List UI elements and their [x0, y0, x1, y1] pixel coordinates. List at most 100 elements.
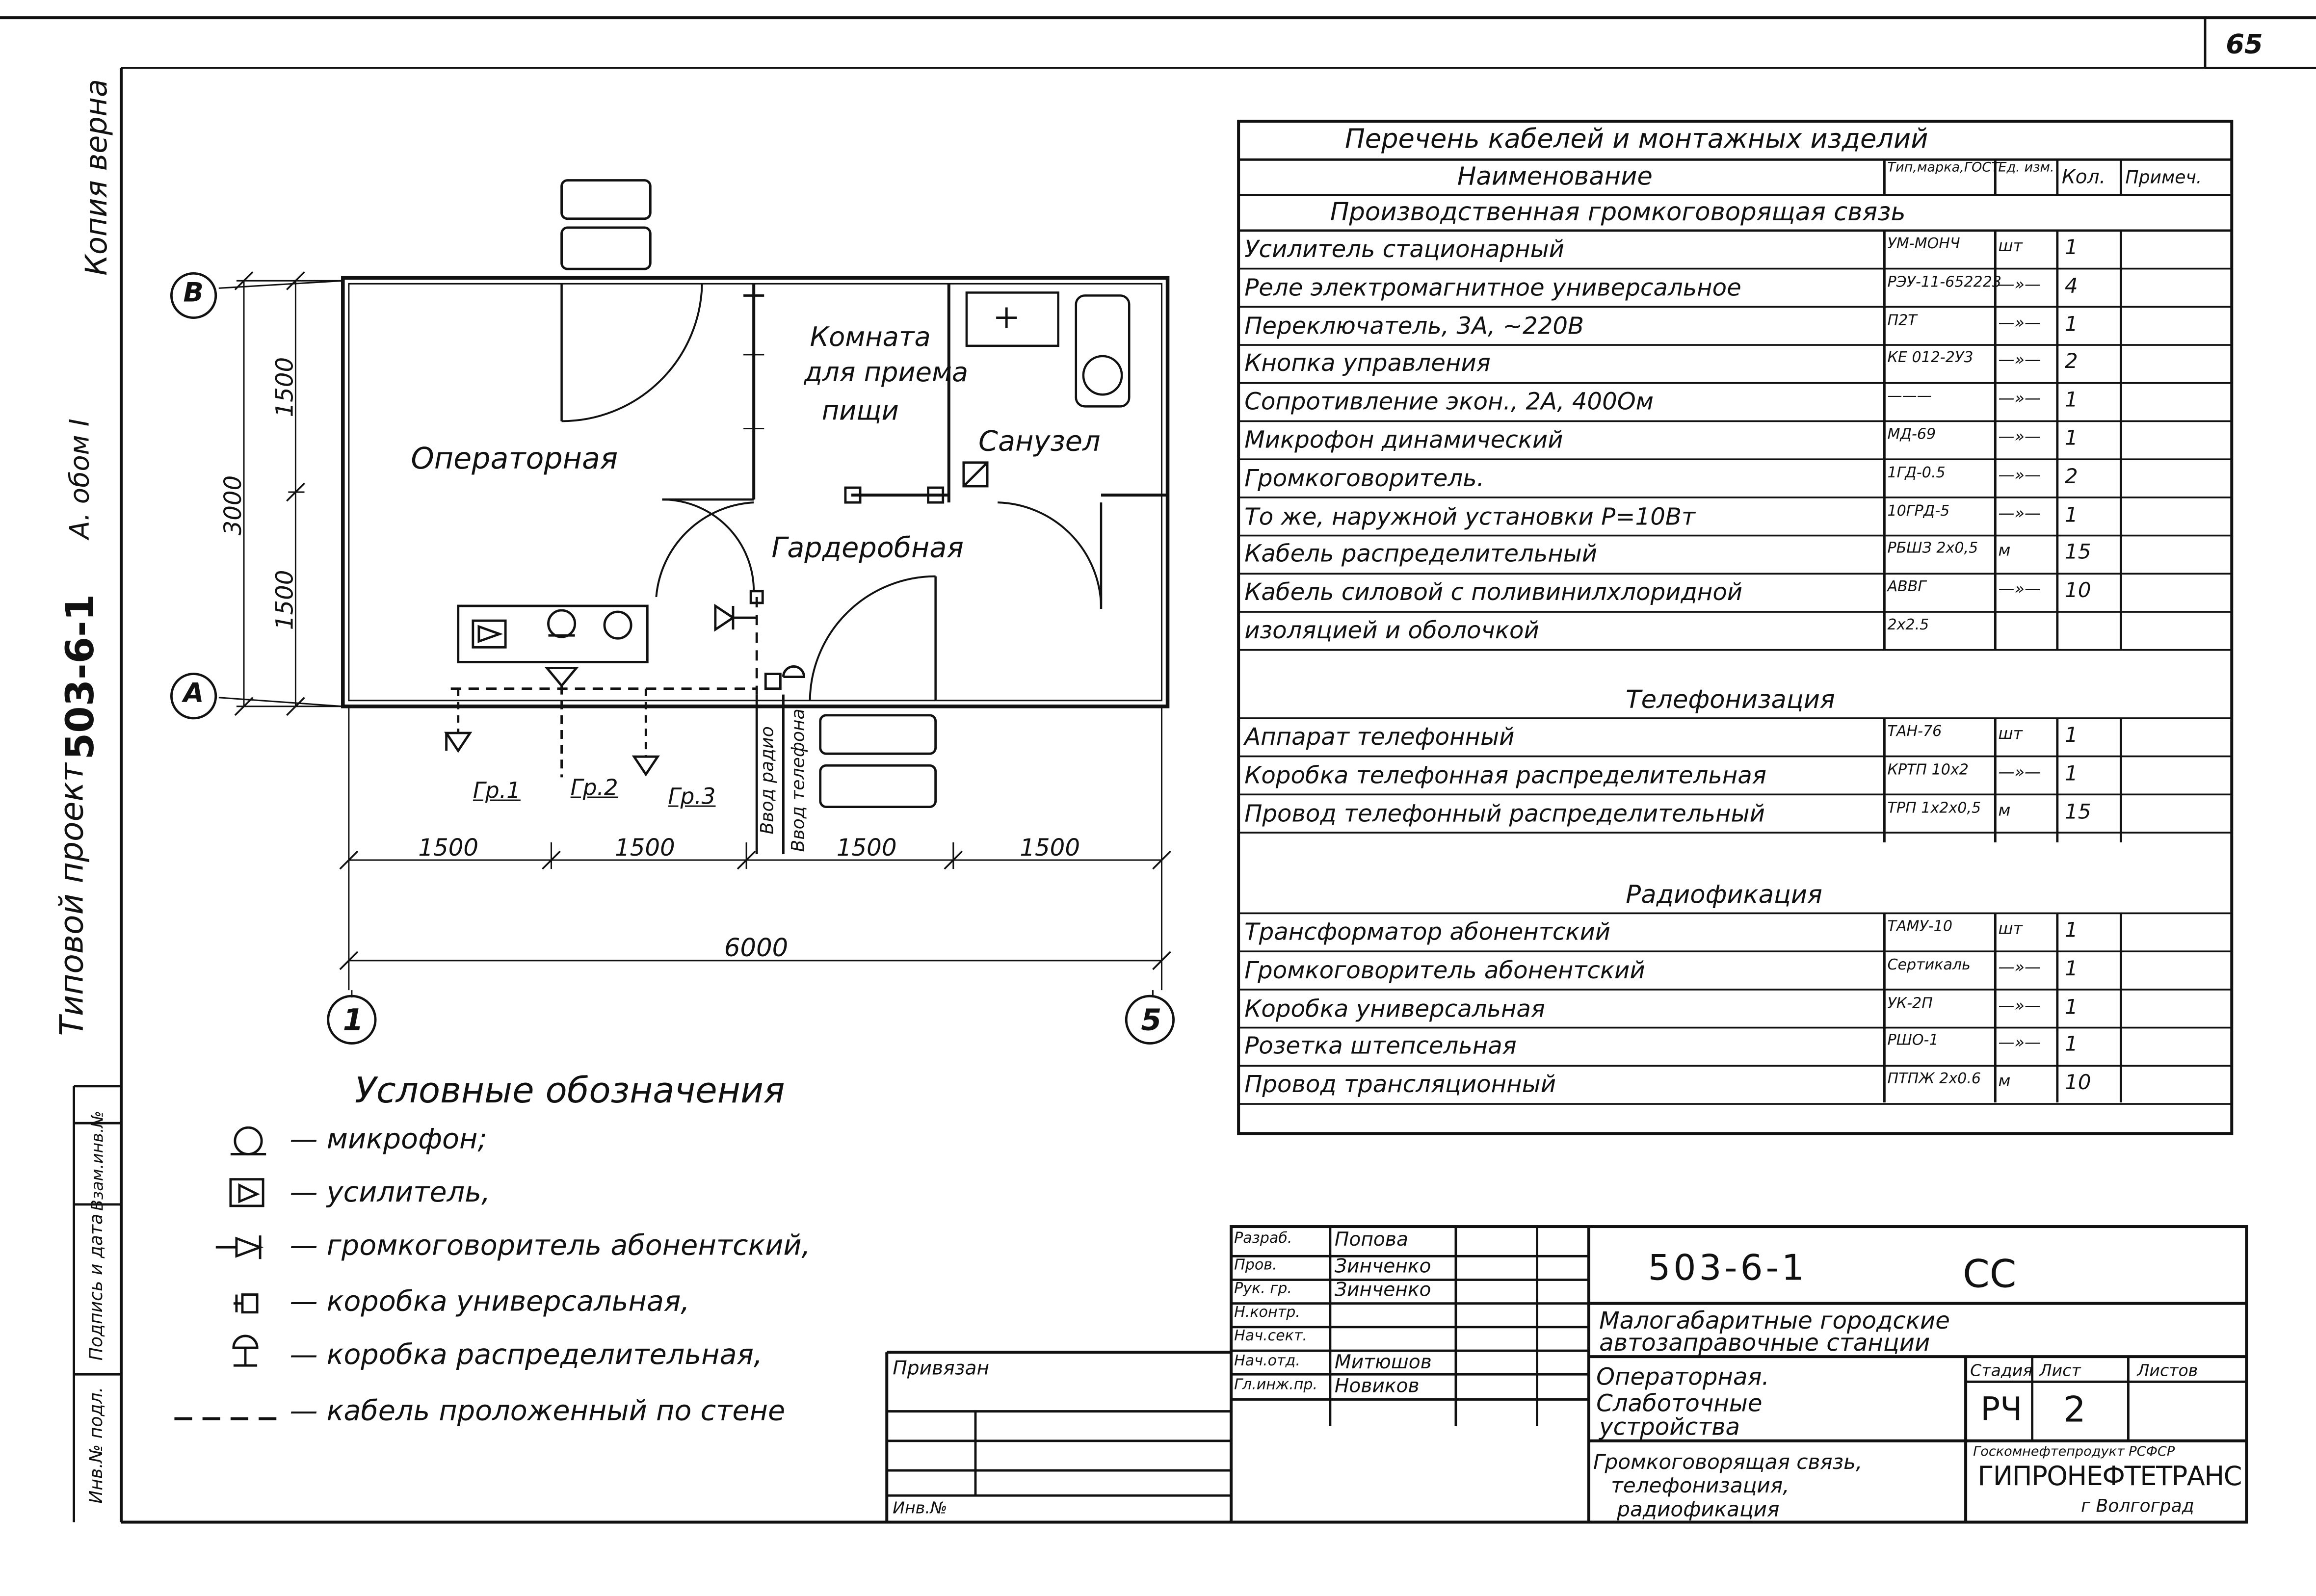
role-name: Зинченко	[1334, 1256, 1431, 1279]
inv-no-label: Инв.№	[893, 1498, 947, 1518]
table-cell: РБШЗ 2х0,5	[1887, 541, 1978, 558]
table-cell-name: Аппарат телефонный	[1244, 722, 1515, 751]
table-cell: ПТПЖ 2х0.6	[1887, 1072, 1981, 1088]
table-cell: 10ГРД-5	[1887, 503, 1950, 520]
dim-vertical: 1500	[270, 570, 299, 630]
table-cell-name: Микрофон динамический	[1244, 425, 1563, 454]
stage-value: РЧ	[1980, 1392, 2023, 1429]
room-operator: Операторная	[411, 440, 618, 476]
table-cell: 15	[2064, 800, 2091, 824]
table-cell: шт	[1998, 724, 2023, 744]
legend-item: — усилитель,	[290, 1176, 491, 1209]
table-cell: —»—	[1998, 389, 2041, 408]
dim-horizontal: 1500	[1020, 833, 1080, 862]
table-cell: 1	[2064, 236, 2078, 261]
org-top: Госкомнефтепродукт РСФСР	[1973, 1445, 2175, 1460]
role-label: Н.контр.	[1234, 1305, 1300, 1321]
table-header: Наименование	[1457, 162, 1653, 192]
table-cell: 4	[2064, 274, 2078, 298]
table-cell: —»—	[1998, 427, 2041, 446]
legend-item: — микрофон;	[290, 1123, 487, 1156]
table-header: Тип,марка,ГОСТ	[1887, 161, 2000, 176]
table-cell: КЕ 012-2У3	[1887, 351, 1974, 367]
sheet-number: 65	[2226, 29, 2263, 61]
table-cell: шт	[1998, 236, 2023, 256]
table-section-title: Телефонизация	[1626, 685, 1835, 715]
table-cell: ТРП 1х2х0,5	[1887, 800, 1981, 817]
dim-horizontal: 1500	[615, 833, 675, 862]
role-name: Митюшов	[1334, 1352, 1432, 1375]
table-cell: УК-2П	[1887, 995, 1933, 1012]
table-cell-name: Громкоговоритель.	[1244, 464, 1484, 492]
role-label: Рук. гр.	[1234, 1281, 1292, 1298]
table-cell: 1	[2064, 313, 2078, 337]
table-cell: 2	[2064, 465, 2078, 489]
table-cell: м	[1998, 1072, 2011, 1091]
axis-label: В	[183, 278, 204, 309]
group-label: Гр.2	[570, 774, 618, 801]
role-label: Разраб.	[1234, 1231, 1292, 1248]
table-cell: РШО-1	[1887, 1033, 1939, 1050]
table-cell-name: То же, наружной установки Р=10Вт	[1244, 501, 1696, 530]
group-label: Гр.3	[668, 783, 716, 810]
group-label: Гр.1	[473, 777, 521, 804]
table-cell: м	[1998, 800, 2011, 820]
object-title: Малогабаритные городские автозаправочные…	[1599, 1306, 1950, 1357]
table-header: Кол.	[2061, 167, 2106, 189]
table-cell: 2	[2064, 351, 2078, 375]
legend-item: — коробка распределительная,	[290, 1338, 763, 1372]
table-cell-name: Коробка телефонная распределительная	[1244, 760, 1766, 789]
table-title: Перечень кабелей и монтажных изделий	[1345, 124, 1928, 156]
table-cell: 1	[2064, 995, 2078, 1020]
table-cell: —»—	[1998, 465, 2041, 485]
table-header: Ед. изм.	[1998, 161, 2054, 176]
role-name: Новиков	[1334, 1376, 1420, 1398]
table-cell: 1	[2064, 919, 2078, 943]
table-cell-name: Кабель силовой с поливинилхлоридной	[1244, 578, 1743, 606]
sheet-value: 2	[2063, 1389, 2086, 1431]
table-cell: ТАМУ-10	[1887, 919, 1953, 936]
sign-date-label: Подпись и дата	[85, 1213, 106, 1361]
subtitle-2: телефонизация,	[1611, 1475, 1790, 1499]
table-cell: —»—	[1998, 957, 2041, 977]
role-name: Попова	[1334, 1230, 1408, 1252]
role-label: Нач.сект.	[1234, 1328, 1308, 1345]
table-cell: шт	[1998, 919, 2023, 939]
table-cell: 1	[2064, 427, 2078, 451]
table-cell: П2Т	[1887, 313, 1917, 329]
room-garderob: Гардеробная	[771, 532, 964, 565]
dim-vertical: 1500	[270, 357, 299, 418]
legend-item: — громкоговоритель абонентский,	[290, 1230, 811, 1262]
table-cell-name: Кабель распределительный	[1244, 540, 1598, 568]
table-section-title: Производственная громкоговорящая связь	[1330, 198, 1906, 228]
table-cell: ТАН-76	[1887, 724, 1942, 741]
inv-sign-label: Инв.№ подл.	[85, 1387, 106, 1504]
legend-item: — кабель проложенный по стене	[290, 1395, 786, 1428]
table-cell-name: Провод трансляционный	[1244, 1070, 1556, 1099]
table-cell: —»—	[1998, 274, 2041, 294]
table-cell-name: Реле электромагнитное универсальное	[1244, 273, 1741, 301]
table-cell-name: Усилитель стационарный	[1244, 235, 1564, 263]
table-cell: УМ-МОНЧ	[1887, 236, 1960, 253]
table-cell-name: Сопротивление экон., 2А, 400Ом	[1244, 387, 1654, 416]
table-cell: м	[1998, 541, 2011, 561]
role-name: Зинченко	[1334, 1280, 1431, 1302]
dim-horizontal: 1500	[418, 833, 479, 862]
table-cell-name: Коробка универсальная	[1244, 994, 1545, 1022]
table-cell: 2х2.5	[1887, 618, 1929, 634]
subtitle-3: радиофикация	[1617, 1498, 1780, 1522]
table-cell-name: Переключатель, 3А, ~220В	[1244, 311, 1584, 340]
doc-mark: СС	[1963, 1253, 2017, 1298]
table-cell-name: Кнопка управления	[1244, 349, 1491, 378]
role-label: Нач.отд.	[1234, 1354, 1300, 1370]
input-label: Ввод радио	[757, 726, 778, 835]
axis-label: 1	[342, 1002, 364, 1038]
room-dining-3: пищи	[821, 396, 899, 427]
doc-code: 503-6-1	[1648, 1247, 1807, 1289]
table-cell: Сертикаль	[1887, 957, 1971, 974]
legend-item: — коробка универсальная,	[290, 1285, 690, 1318]
table-cell: —»—	[1998, 995, 2041, 1015]
axis-label: А	[183, 678, 204, 709]
